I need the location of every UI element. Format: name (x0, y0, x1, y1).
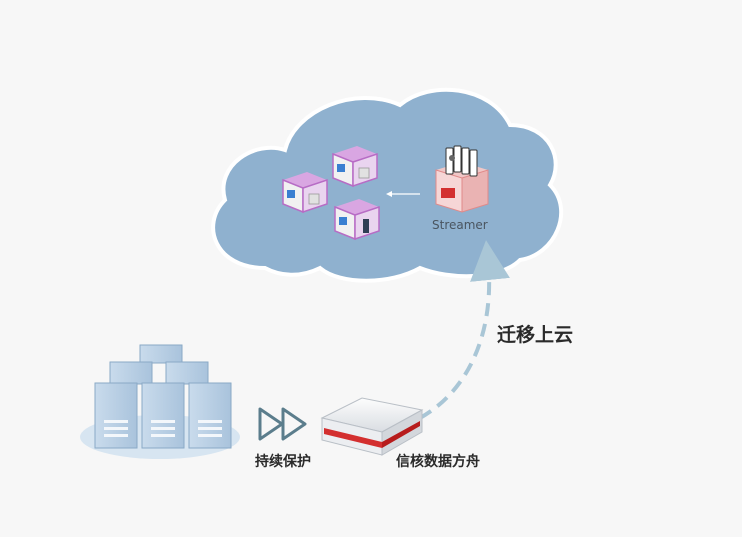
data-ark-label: 信核数据方舟 (396, 454, 480, 470)
streamer-label: Streamer (432, 218, 488, 232)
continuous-protection-label: 持续保护 (255, 454, 311, 470)
left-arrow-icon (386, 191, 420, 197)
storage-appliance-icon (320, 397, 424, 456)
server-cluster-icon (80, 344, 240, 459)
fast-forward-arrow-icon (258, 407, 307, 441)
cloud-icon (211, 87, 564, 283)
vm-instance-icon (282, 172, 328, 214)
streamer-appliance-icon (435, 145, 489, 213)
vm-instance-icon (334, 199, 380, 241)
migrate-to-cloud-label: 迁移上云 (497, 324, 574, 346)
dashed-arrow-icon (419, 240, 510, 420)
vm-instance-icon (332, 146, 378, 188)
